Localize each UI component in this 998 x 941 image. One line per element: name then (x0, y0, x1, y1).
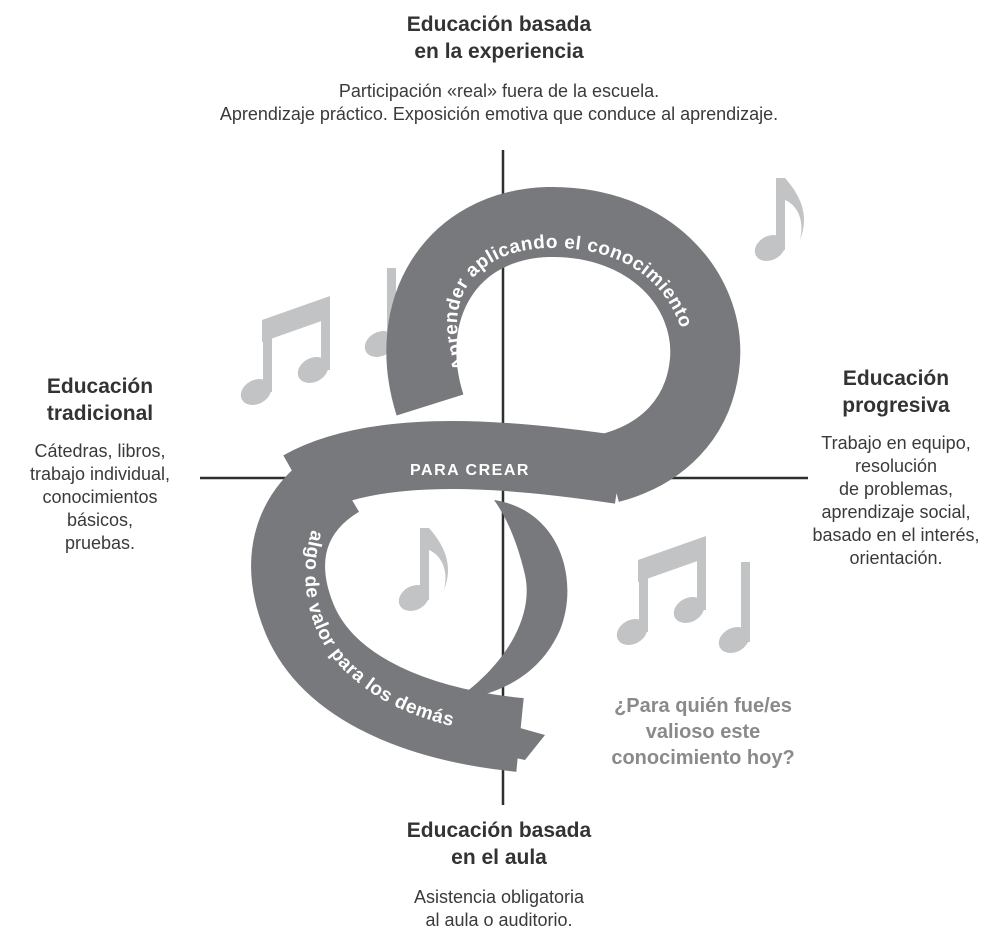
ribbon-crescent (455, 500, 568, 700)
ribbon-upper-loop (386, 187, 741, 502)
ribbon-middle-text: PARA CREAR (410, 462, 530, 479)
bottom-label: Educación basada en el aula Asistencia o… (349, 818, 649, 932)
double-eighth-note-icon (616, 536, 706, 645)
left-description: Cátedras, libros, trabajo individual, co… (29, 440, 171, 553)
question-text: ¿Para quién fue/es valioso este conocimi… (611, 695, 795, 769)
left-title: Educación tradicional (46, 375, 154, 425)
quarter-note-icon (718, 562, 750, 653)
bottom-description: Asistencia obligatoria al aula o auditor… (413, 886, 585, 930)
top-label: Educación basada en la experiencia Parti… (99, 12, 899, 126)
right-title: Educación progresiva (842, 367, 950, 417)
ribbon-middle-band (283, 421, 626, 516)
double-eighth-note-icon (240, 296, 330, 405)
right-description: Trabajo en equipo, resolución de problem… (812, 432, 980, 568)
eighth-note-icon (754, 178, 805, 261)
ribbon-tail (430, 705, 545, 760)
eighth-note-icon (398, 528, 449, 611)
left-label: Educación tradicional Cátedras, libros, … (2, 374, 198, 555)
bottom-title: Educación basada en el aula (406, 819, 592, 869)
top-description: Participación «real» fuera de la escuela… (219, 80, 779, 124)
top-title: Educación basada en la experiencia (406, 13, 592, 63)
right-label: Educación progresiva Trabajo en equipo, … (796, 366, 996, 570)
